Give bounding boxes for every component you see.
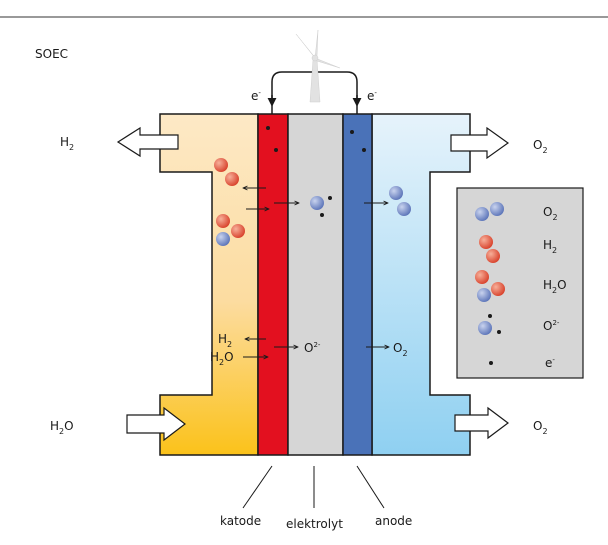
o2-outlet-top-label: O2 bbox=[533, 138, 548, 155]
wind-turbine-icon bbox=[295, 29, 341, 103]
katode-pointer bbox=[242, 465, 273, 509]
electrolyte-layer bbox=[287, 113, 344, 456]
svg-text:e-: e- bbox=[545, 356, 555, 370]
arrow-right-icon bbox=[450, 126, 510, 160]
cathode-chamber bbox=[159, 113, 259, 456]
legend-electron-label: e- bbox=[545, 356, 555, 370]
h2-outlet-label: H2 bbox=[60, 135, 74, 152]
anode-label: anode bbox=[375, 514, 412, 528]
legend-electron-icon bbox=[489, 361, 493, 365]
svg-text:H2: H2 bbox=[218, 332, 232, 349]
svg-text:O2: O2 bbox=[543, 205, 558, 222]
legend-h2-icon bbox=[479, 235, 500, 263]
katode-label: katode bbox=[220, 514, 261, 528]
svg-text:H2O: H2O bbox=[543, 278, 567, 295]
legend-oxide-icon bbox=[478, 314, 501, 335]
o2-molecule bbox=[389, 186, 411, 216]
svg-text:O2: O2 bbox=[533, 138, 548, 155]
h2o-inlet-label: H2O bbox=[50, 419, 74, 436]
anode-pointer bbox=[356, 465, 385, 509]
arrow-left-icon bbox=[116, 126, 179, 158]
svg-text:e-: e- bbox=[367, 89, 377, 103]
legend-h2o-icon bbox=[475, 270, 505, 302]
cathode-layer bbox=[257, 113, 289, 456]
svg-text:O2-: O2- bbox=[543, 319, 560, 333]
anode-layer bbox=[342, 113, 373, 456]
arrow-right-icon bbox=[126, 406, 186, 442]
legend-h2-label: H2 bbox=[543, 238, 557, 255]
svg-text:H2: H2 bbox=[60, 135, 74, 152]
electron-label-right: e- bbox=[367, 89, 377, 103]
legend-oxide-label: O2- bbox=[543, 319, 560, 333]
legend-o2-icon bbox=[475, 202, 504, 221]
svg-text:O2: O2 bbox=[393, 341, 408, 358]
diagram-title: SOEC bbox=[35, 47, 68, 61]
oxide-ion bbox=[310, 196, 332, 217]
o2-outlet-bottom-label: O2 bbox=[533, 419, 548, 436]
cathode-h2o-label: H2O bbox=[210, 350, 234, 367]
svg-text:H2O: H2O bbox=[50, 419, 74, 436]
legend-o2-label: O2 bbox=[543, 205, 558, 222]
arrow-right-icon bbox=[454, 406, 509, 440]
anode-electrons bbox=[350, 130, 366, 152]
anode-chamber bbox=[371, 113, 471, 456]
anode-o2-label: O2 bbox=[393, 341, 408, 358]
cathode-h2-label: H2 bbox=[218, 332, 232, 349]
svg-text:O2-: O2- bbox=[304, 341, 321, 355]
h2o-molecule bbox=[216, 214, 245, 246]
elektrolyt-label: elektrolyt bbox=[286, 517, 343, 531]
svg-text:e-: e- bbox=[251, 89, 261, 103]
svg-text:H2O: H2O bbox=[210, 350, 234, 367]
cathode-electrons bbox=[266, 126, 278, 152]
svg-text:H2: H2 bbox=[543, 238, 557, 255]
svg-text:O2: O2 bbox=[533, 419, 548, 436]
h2-molecule bbox=[214, 158, 239, 186]
electrolyte-ion-label: O2- bbox=[304, 341, 321, 355]
legend-h2o-label: H2O bbox=[543, 278, 567, 295]
electron-label-left: e- bbox=[251, 89, 261, 103]
